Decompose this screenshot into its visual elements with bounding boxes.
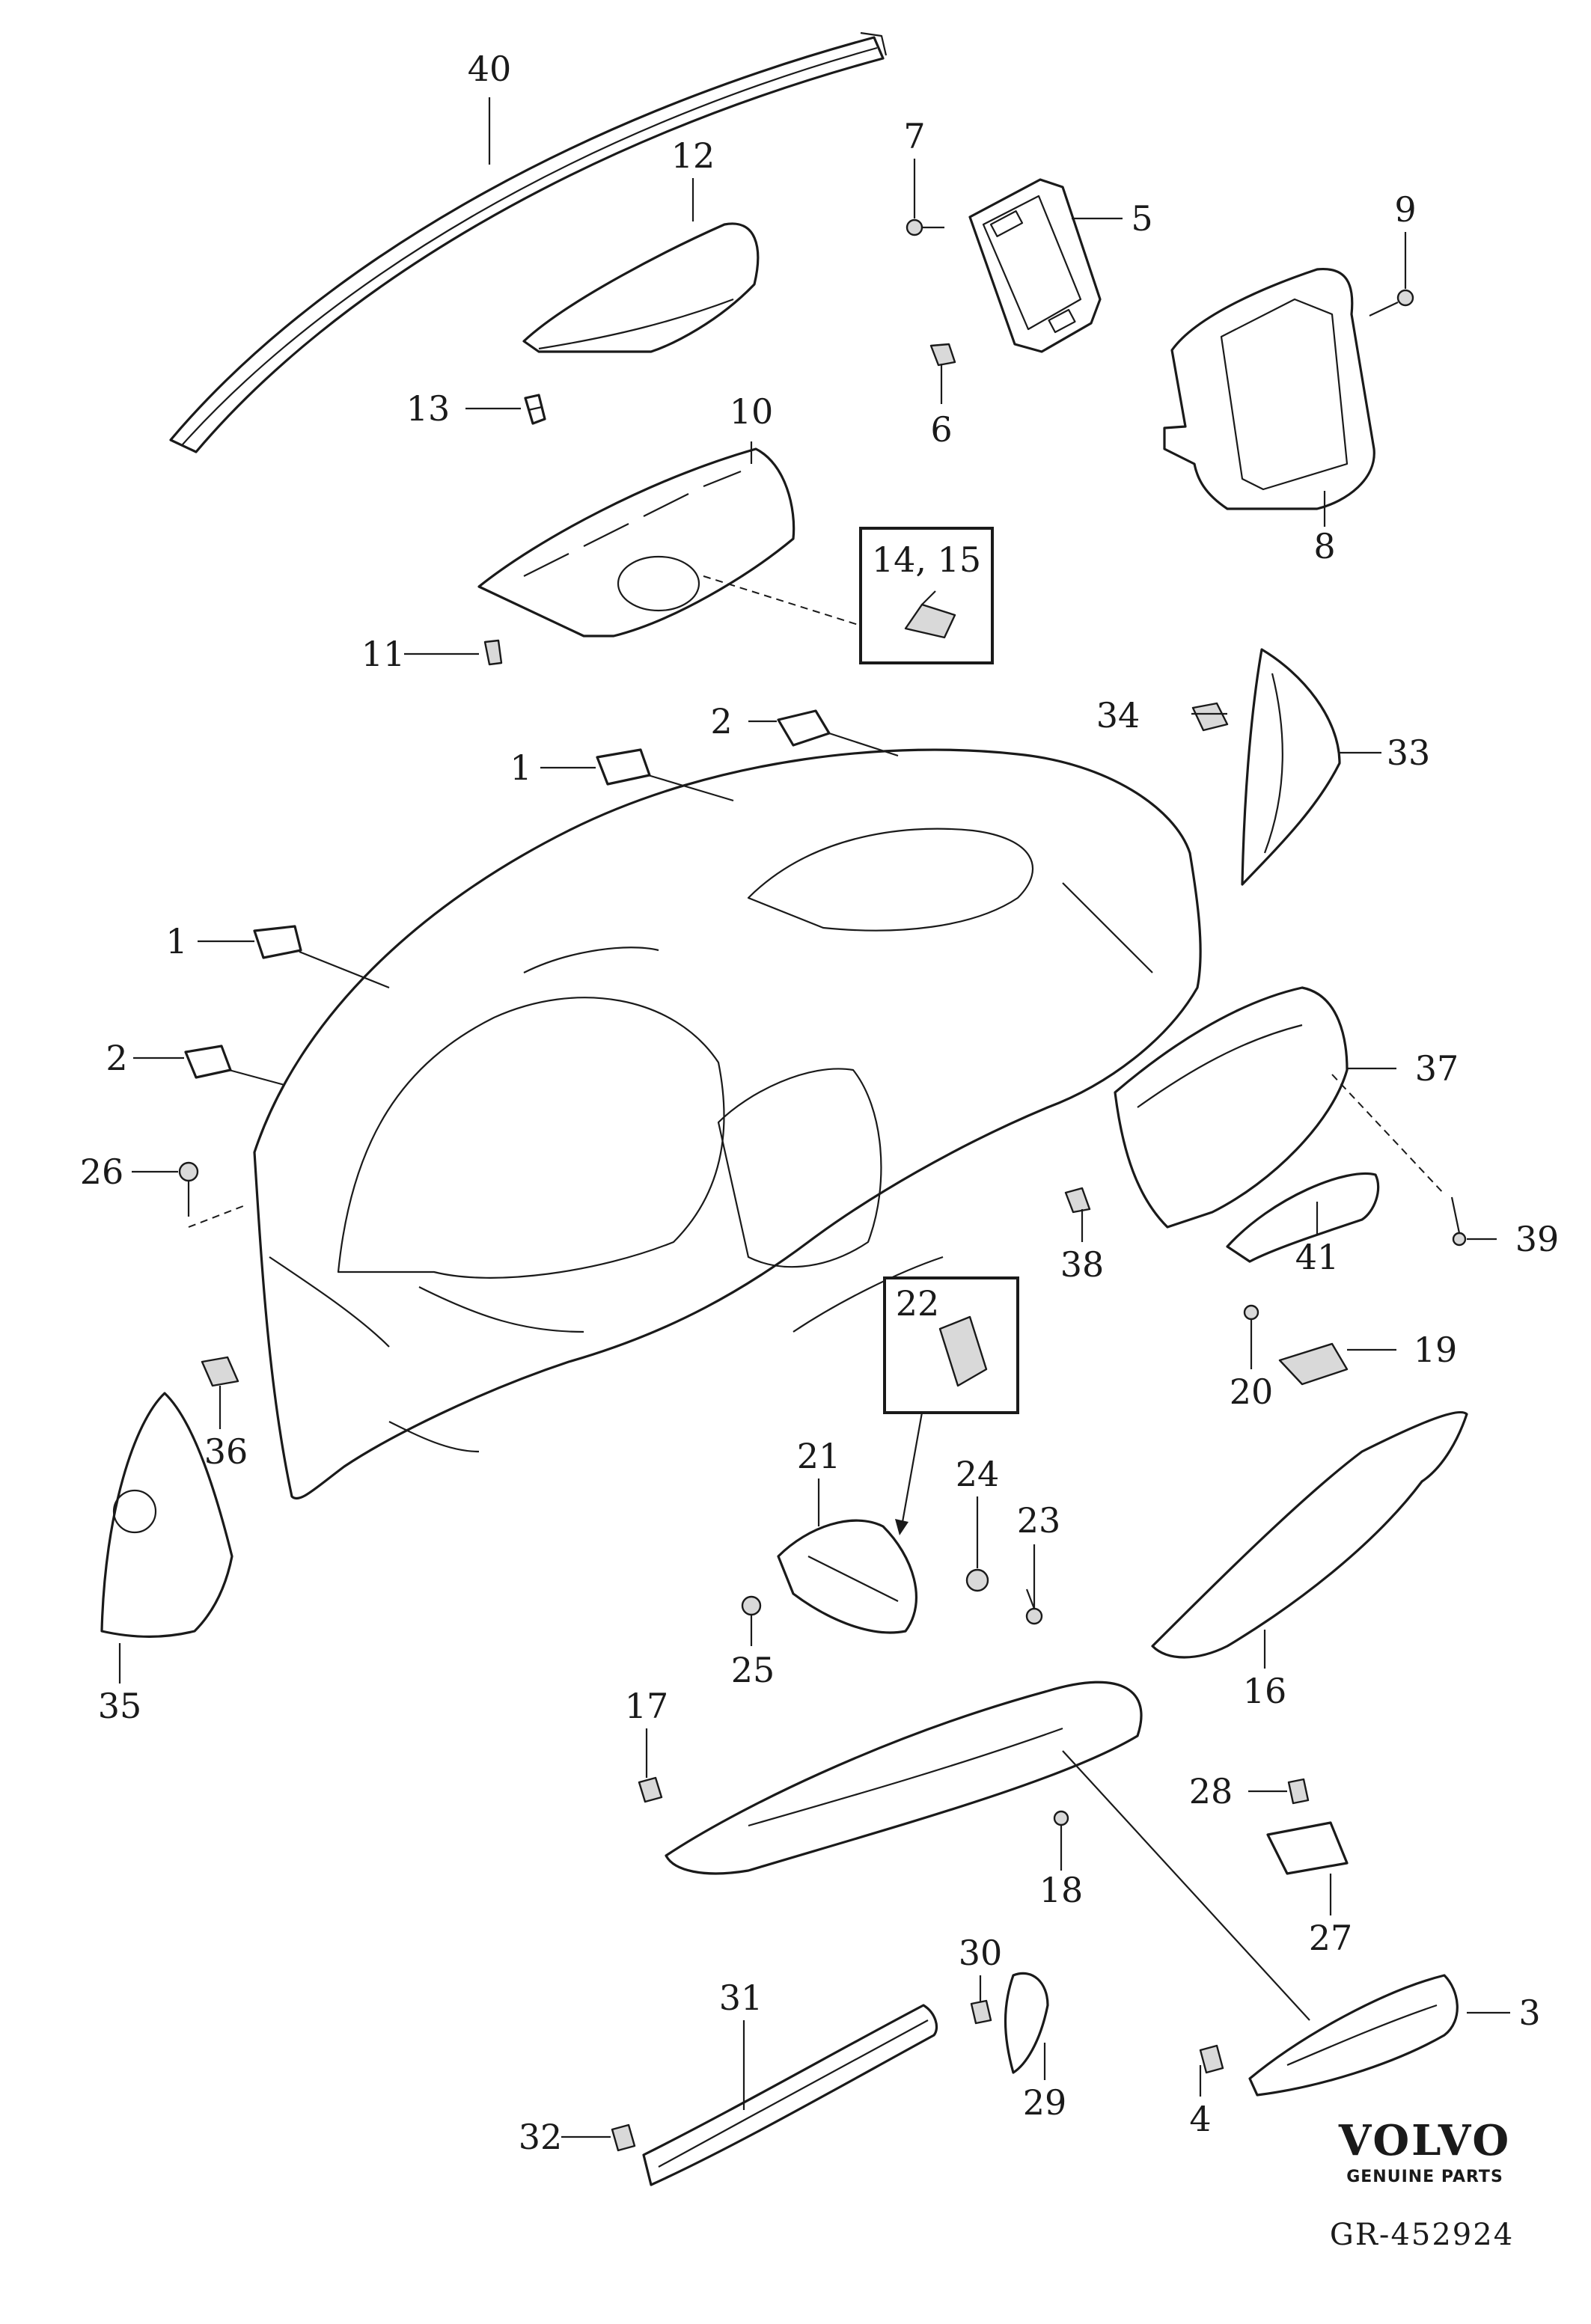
callout-10: 10 xyxy=(730,391,774,432)
callout-22: 22 xyxy=(896,1283,940,1324)
callout-16: 16 xyxy=(1243,1671,1287,1711)
part-4-clip xyxy=(1199,2044,1224,2074)
callout-2-left: 2 xyxy=(106,1038,127,1078)
part-17-lower-cover xyxy=(665,1681,1143,1875)
inset-box-14-15 xyxy=(859,527,994,664)
callout-9: 9 xyxy=(1394,189,1416,230)
callout-21: 21 xyxy=(797,1436,841,1476)
callout-19: 19 xyxy=(1414,1330,1458,1370)
brand-block: VOLVO GENUINE PARTS GR-452924 xyxy=(1330,2116,1514,2252)
callout-39: 39 xyxy=(1515,1219,1560,1259)
part-39-screw xyxy=(1450,1196,1467,1247)
part-21-bracket xyxy=(777,1519,917,1634)
callout-29: 29 xyxy=(1023,2082,1067,2123)
part-25-nut xyxy=(741,1595,762,1616)
part-19-bracket xyxy=(1278,1342,1349,1386)
callout-31: 31 xyxy=(719,1978,763,2018)
callout-12: 12 xyxy=(671,135,715,176)
part-16-lower-panel xyxy=(1151,1410,1468,1659)
part-26-screw xyxy=(178,1161,199,1217)
part-38-clip xyxy=(1064,1187,1091,1214)
callout-38: 38 xyxy=(1060,1244,1105,1285)
part-34-clip xyxy=(1191,702,1229,732)
part-27-bracket xyxy=(1266,1821,1349,1875)
callout-36: 36 xyxy=(204,1431,248,1472)
part-35-side-cover xyxy=(100,1392,233,1639)
callout-4: 4 xyxy=(1189,2099,1211,2139)
callout-5: 5 xyxy=(1131,198,1152,239)
callout-11: 11 xyxy=(361,634,406,674)
document-number: GR-452924 xyxy=(1330,2218,1514,2252)
callouts: 40 12 7 5 9 13 6 10 8 14, 15 11 2 34 33 … xyxy=(80,49,1560,2157)
part-20-screw xyxy=(1243,1304,1259,1347)
brand-subtitle: GENUINE PARTS xyxy=(1346,2168,1503,2186)
part-1-left-clip xyxy=(253,925,302,959)
callout-18: 18 xyxy=(1039,1870,1084,1910)
brand-name: VOLVO xyxy=(1338,2116,1511,2165)
part-3-trim xyxy=(1248,1974,1459,2097)
callout-20: 20 xyxy=(1230,1372,1274,1412)
part-8-display-frame xyxy=(1163,267,1375,510)
part-13-clip xyxy=(524,394,546,425)
part-29-bracket xyxy=(1004,1972,1049,2074)
part-17-clip xyxy=(638,1776,663,1803)
callout-34: 34 xyxy=(1096,695,1140,736)
part-5-display-bracket xyxy=(968,178,1102,353)
callout-24: 24 xyxy=(956,1454,1000,1494)
part-28-clip xyxy=(1287,1778,1310,1805)
dashboard-carrier xyxy=(253,748,1202,1500)
callout-23: 23 xyxy=(1017,1500,1061,1541)
part-37-cover xyxy=(1114,986,1349,1229)
part-10-top-centre-panel xyxy=(477,447,796,637)
callout-27: 27 xyxy=(1309,1918,1353,1958)
part-1-top-clip xyxy=(596,748,651,786)
inset-22-arrow xyxy=(895,1412,923,1535)
part-36-clip xyxy=(201,1356,239,1387)
part-2-left-clip xyxy=(184,1045,232,1079)
callout-35: 35 xyxy=(98,1686,142,1726)
part-40-windscreen-seal xyxy=(169,31,888,453)
callout-33: 33 xyxy=(1387,733,1431,773)
callout-17: 17 xyxy=(625,1686,669,1726)
part-11-clip xyxy=(483,639,503,666)
callout-1-left: 1 xyxy=(165,921,187,961)
part-31-sill-trim xyxy=(642,2004,938,2186)
part-9-screw xyxy=(1369,289,1414,317)
part-32-clip xyxy=(611,2123,636,2152)
callout-25: 25 xyxy=(731,1650,775,1690)
callout-30: 30 xyxy=(959,1933,1003,1973)
callout-1-top: 1 xyxy=(510,747,531,788)
part-7-screw xyxy=(906,218,944,236)
part-18-screw xyxy=(1053,1810,1069,1851)
part-12-speaker-cover xyxy=(522,222,760,353)
inset-box-22 xyxy=(883,1276,1019,1414)
callout-40: 40 xyxy=(468,49,512,89)
leader-lines xyxy=(118,97,1510,2138)
callout-26: 26 xyxy=(80,1152,124,1192)
callout-13: 13 xyxy=(406,388,451,429)
callout-7: 7 xyxy=(903,116,925,156)
callout-3: 3 xyxy=(1518,1993,1540,2033)
callout-6: 6 xyxy=(930,409,952,450)
callout-28: 28 xyxy=(1189,1771,1233,1811)
callout-32: 32 xyxy=(519,2117,563,2157)
part-24-washer xyxy=(965,1568,989,1592)
part-6-clip xyxy=(929,343,956,367)
part-30-clip xyxy=(970,1999,992,2025)
callout-41: 41 xyxy=(1295,1237,1340,1277)
callout-37: 37 xyxy=(1415,1048,1459,1089)
callout-8: 8 xyxy=(1313,526,1335,566)
callout-14-15: 14, 15 xyxy=(872,539,981,580)
part-41-trim xyxy=(1226,1172,1380,1263)
part-33-side-panel xyxy=(1241,648,1341,886)
part-2-top-clip xyxy=(777,709,831,747)
callout-2-top: 2 xyxy=(710,701,732,741)
